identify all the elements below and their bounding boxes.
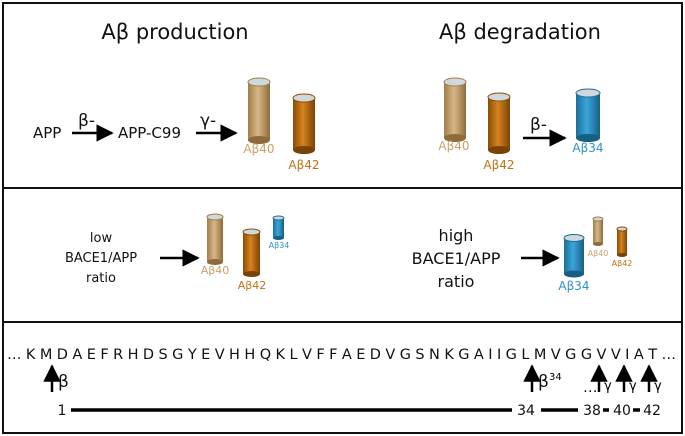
app-c99-label: APP-C99 xyxy=(118,124,181,142)
high-ratio-line1: high xyxy=(439,226,474,245)
gamma-label-38: γ xyxy=(604,379,612,394)
position-38: 38 xyxy=(583,403,601,419)
low-ab42-label: Aβ42 xyxy=(238,279,267,292)
amino-acid-sequence: … K M D A E F R H D S G Y E V H H Q K L … xyxy=(7,347,676,363)
high-ab42-label: Aβ42 xyxy=(612,259,633,268)
high-ab34-label: Aβ34 xyxy=(558,279,589,293)
low-ab34-label: Aβ34 xyxy=(269,241,290,250)
production-title: Aβ production xyxy=(101,20,248,44)
production-ab42-label: Aβ42 xyxy=(288,158,319,172)
panel-bottom-frame xyxy=(2,321,683,434)
high-ratio-line2: BACE1/APP xyxy=(412,249,501,268)
beta-site-label: β xyxy=(58,372,69,392)
low-ab40-label: Aβ40 xyxy=(201,264,230,277)
degradation-beta-label: β- xyxy=(530,115,547,135)
beta-enzyme-label: β- xyxy=(78,111,95,131)
production-ab40-cylinder xyxy=(247,77,271,144)
low-ab42-cylinder xyxy=(242,228,261,277)
low-ratio-line1: low xyxy=(90,231,113,246)
gamma-label-40: γ xyxy=(629,379,637,394)
degradation-ab34-cylinder xyxy=(575,88,601,142)
high-ratio-line3: ratio xyxy=(438,272,475,291)
app-label: APP xyxy=(33,124,61,142)
beta34-superscript: 34 xyxy=(549,372,562,383)
production-ab40-label: Aβ40 xyxy=(243,142,274,156)
degradation-ab34-label: Aβ34 xyxy=(572,141,603,155)
low-ratio-line2: BACE1/APP xyxy=(65,251,137,266)
degradation-ab40-cylinder xyxy=(443,77,467,142)
gamma-label-42: γ xyxy=(654,379,662,394)
low-ratio-line3: ratio xyxy=(86,271,116,286)
low-ab40-cylinder xyxy=(206,213,224,265)
high-ab40-cylinder xyxy=(592,216,604,246)
high-ab34-cylinder xyxy=(563,234,585,278)
degradation-ab40-label: Aβ40 xyxy=(438,139,469,153)
beta34-site-label: β xyxy=(538,372,549,392)
degradation-title: Aβ degradation xyxy=(439,20,601,44)
high-ab42-cylinder xyxy=(616,226,628,257)
degradation-ab42-cylinder xyxy=(487,92,511,154)
gamma-trailing-dots: … xyxy=(583,380,598,396)
gamma-enzyme-label: γ- xyxy=(200,111,216,131)
position-42: 42 xyxy=(643,403,661,419)
position-34: 34 xyxy=(517,403,535,419)
degradation-ab42-label: Aβ42 xyxy=(483,158,514,172)
low-ab34-cylinder xyxy=(272,215,285,240)
position-1: 1 xyxy=(58,403,67,419)
high-ab40-label: Aβ40 xyxy=(588,249,609,258)
position-40: 40 xyxy=(613,403,631,419)
production-ab42-cylinder xyxy=(292,93,316,154)
